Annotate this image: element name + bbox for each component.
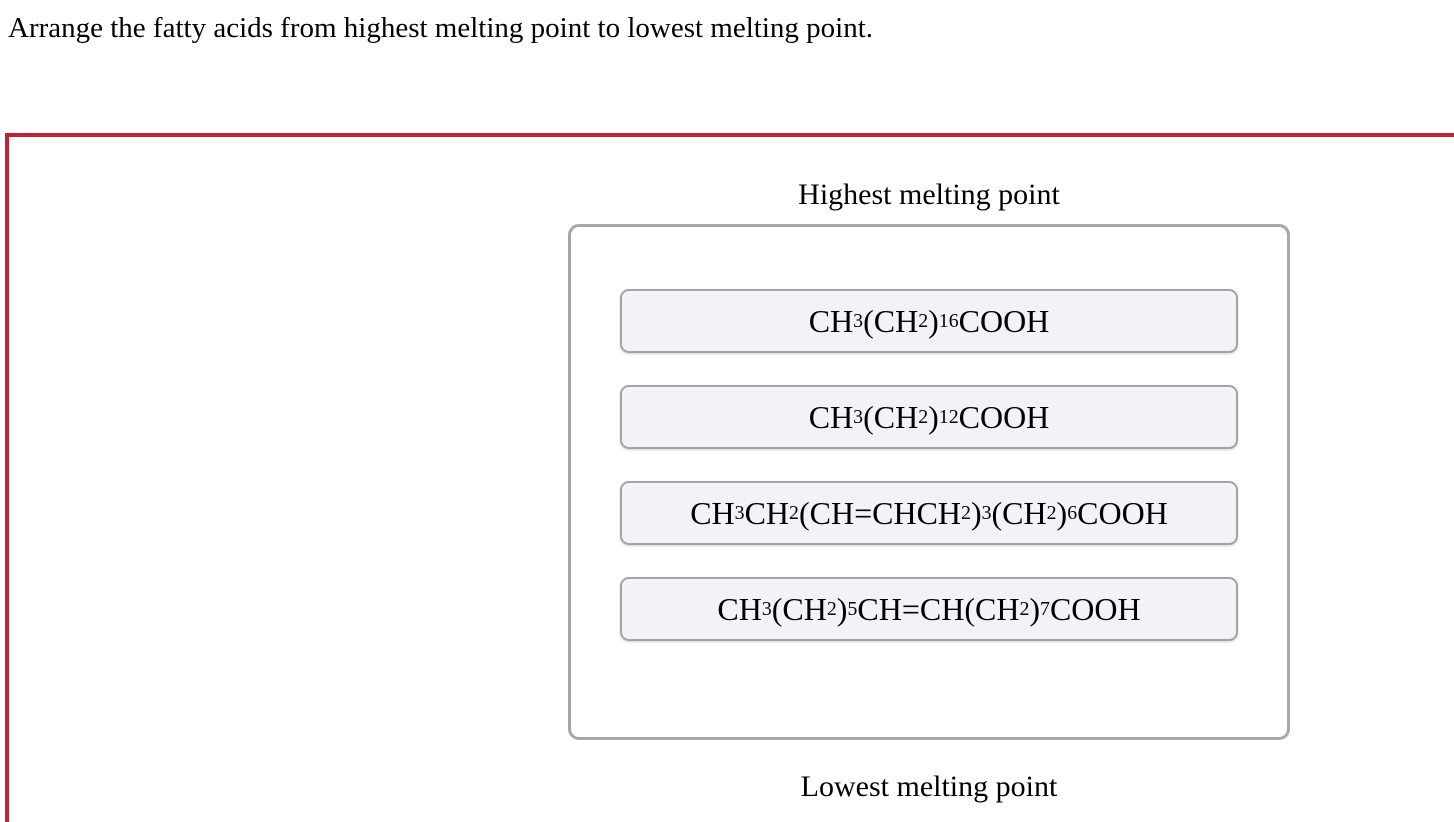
highest-melting-point-label: Highest melting point <box>798 178 1060 211</box>
question-text: Arrange the fatty acids from highest mel… <box>8 12 874 44</box>
answer-region-red-border <box>5 133 1454 822</box>
lowest-melting-point-label: Lowest melting point <box>800 770 1058 803</box>
